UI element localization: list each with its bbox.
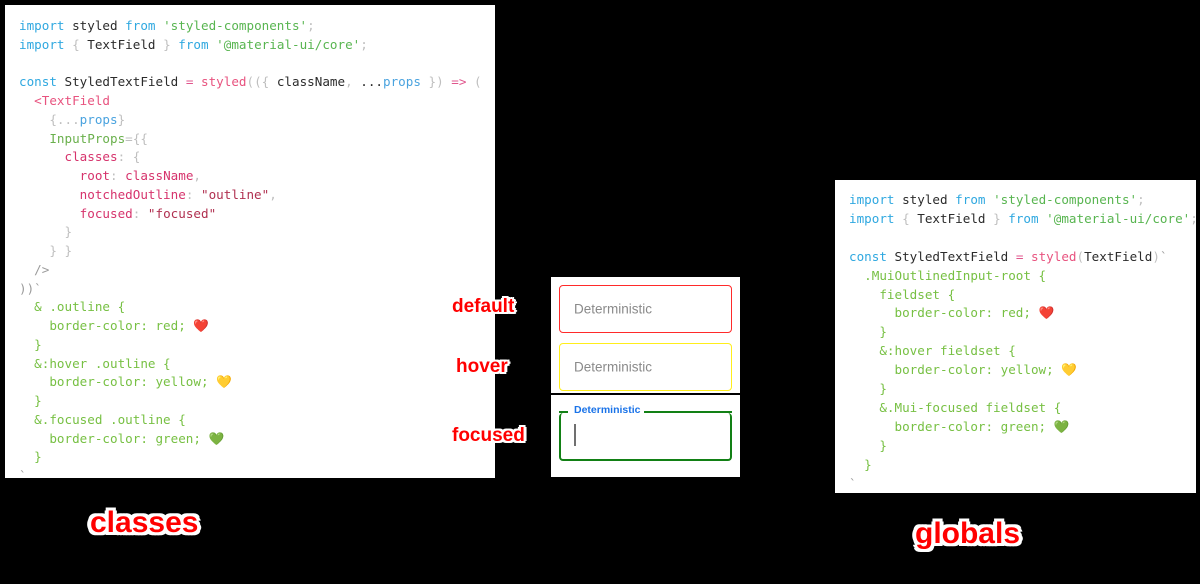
textfield-hover[interactable]: Deterministic — [559, 343, 732, 391]
code-block-classes: import styled from 'styled-components'; … — [19, 18, 482, 478]
notched-outline-right-segment — [640, 410, 733, 413]
textfield-default[interactable]: Deterministic — [559, 285, 732, 333]
code-block-globals: import styled from 'styled-components'; … — [849, 192, 1196, 491]
annotation-focused: focused — [452, 425, 525, 446]
code-panel-globals: import styled from 'styled-components'; … — [835, 180, 1196, 493]
annotation-hover: hover — [456, 356, 508, 377]
textfield-default-value: Deterministic — [574, 301, 653, 317]
textfield-focused[interactable]: Deterministic — [558, 404, 733, 461]
code-panel-classes: import styled from 'styled-components'; … — [5, 5, 495, 478]
title-globals: globals — [915, 517, 1021, 550]
annotation-default: default — [452, 296, 515, 317]
notched-outline-left-segment — [558, 410, 568, 413]
text-cursor-caret — [574, 424, 576, 446]
textfield-focused-label: Deterministic — [571, 404, 644, 416]
title-classes: classes — [90, 506, 199, 539]
textfield-hover-value: Deterministic — [574, 359, 653, 375]
